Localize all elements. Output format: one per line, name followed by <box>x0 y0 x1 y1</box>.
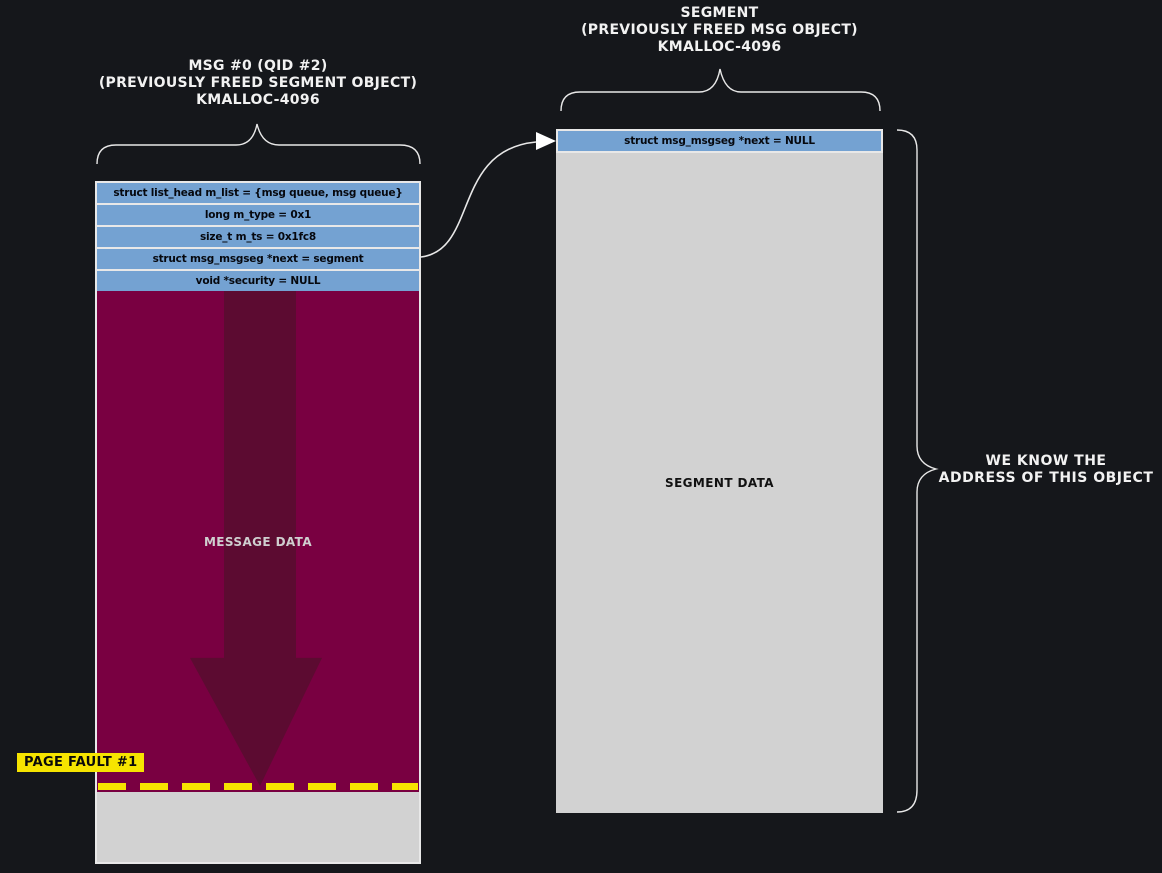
field-next: struct msg_msgseg *next = segment <box>97 247 419 269</box>
annotation-line-2: ADDRESS OF THIS OBJECT <box>938 470 1154 486</box>
segment-title-line-1: SEGMENT <box>680 5 759 21</box>
segment-object-box: struct msg_msgseg *next = NULL SEGMENT D… <box>556 129 883 813</box>
message-data-area: MESSAGE DATA <box>97 291 419 792</box>
field-m-type: long m_type = 0x1 <box>97 203 419 225</box>
segment-data-label: SEGMENT DATA <box>665 476 774 490</box>
field-seg-next: struct msg_msgseg *next = NULL <box>556 129 883 153</box>
msg-unmapped-area <box>97 792 419 862</box>
field-m-list: struct list_head m_list = {msg queue, ms… <box>97 181 419 203</box>
down-arrow-icon <box>190 291 322 786</box>
msg-title-line-1: MSG #0 (QID #2) <box>188 58 328 74</box>
segment-object-title: SEGMENT (PREVIOUSLY FREED MSG OBJECT) KM… <box>556 5 883 56</box>
segment-title-line-2: (PREVIOUSLY FREED MSG OBJECT) <box>581 22 858 38</box>
next-pointer-arrowhead-icon <box>536 132 556 150</box>
msg-title-line-2: (PREVIOUSLY FREED SEGMENT OBJECT) <box>98 75 418 91</box>
segment-box-brace <box>560 68 881 112</box>
msg-box-brace <box>96 123 421 165</box>
segment-data-area: SEGMENT DATA <box>556 153 883 813</box>
message-data-label: MESSAGE DATA <box>203 534 313 549</box>
segment-title-line-3: KMALLOC-4096 <box>657 39 782 55</box>
page-fault-boundary-dashes <box>98 783 418 790</box>
msg-title-line-3: KMALLOC-4096 <box>196 92 320 108</box>
field-m-ts: size_t m_ts = 0x1fc8 <box>97 225 419 247</box>
msg-object-box: struct list_head m_list = {msg queue, ms… <box>95 181 421 864</box>
annotation-line-1: WE KNOW THE <box>985 453 1107 469</box>
page-fault-badge: PAGE FAULT #1 <box>17 753 145 772</box>
msg-object-title: MSG #0 (QID #2) (PREVIOUSLY FREED SEGMEN… <box>95 58 421 109</box>
known-address-brace <box>896 129 939 813</box>
next-pointer-curve <box>420 141 537 258</box>
field-security: void *security = NULL <box>97 269 419 291</box>
known-address-annotation: WE KNOW THE ADDRESS OF THIS OBJECT <box>938 453 1154 487</box>
